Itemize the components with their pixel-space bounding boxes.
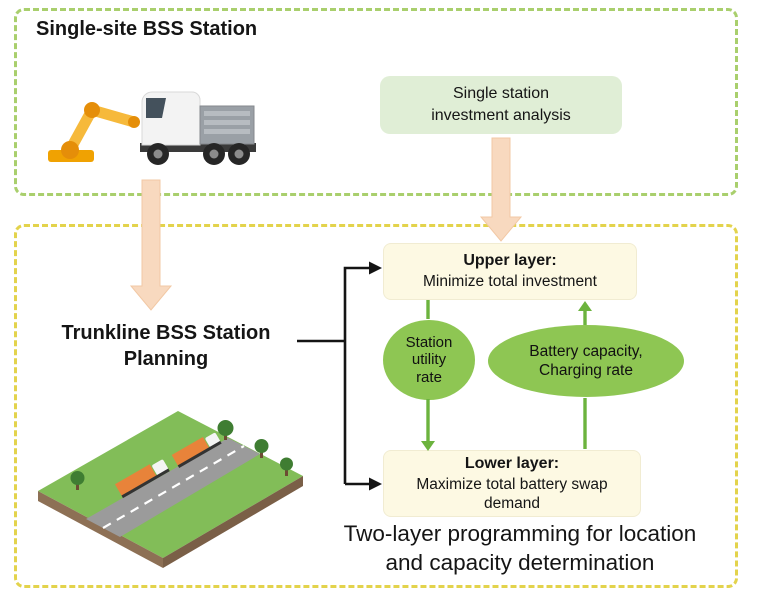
wheel-hub [153, 149, 163, 159]
truck-windshield [146, 98, 166, 118]
truck-chassis [140, 143, 256, 152]
lower-layer-label: Lower layer: [464, 454, 560, 472]
battery-slat [204, 129, 250, 134]
trunkline-title: Trunkline BSS Station Planning [61, 322, 271, 370]
wheel-hub [234, 149, 244, 159]
battery-slat [204, 111, 250, 116]
single-station-analysis-box: Single station investment analysis [380, 76, 622, 134]
two-layer-caption: Two-layer programming for location and c… [343, 521, 697, 575]
tree [254, 439, 269, 458]
cargo-truck [171, 432, 222, 468]
robot-arm [64, 104, 140, 156]
trunkline-section-frame [14, 224, 738, 588]
single-site-section-frame [14, 8, 738, 196]
wheel-hub [209, 149, 219, 159]
single-site-title: Single-site BSS Station [36, 18, 258, 40]
battery-slat [204, 120, 250, 125]
lower-layer-box: Lower layer: Maximize total battery swap… [383, 450, 641, 517]
upper-layer-text: Minimize total investment [422, 273, 597, 291]
robot-arm-joint [84, 102, 100, 118]
cargo-truck [114, 459, 170, 499]
battery-swap-station-illustration [48, 91, 256, 165]
tree [280, 457, 293, 476]
soil-side [163, 476, 303, 568]
battery-capacity-ellipse: Battery capacity, Charging rate [488, 325, 684, 397]
robot-arm-joint [61, 141, 79, 159]
tree [217, 420, 234, 440]
road-centerline [102, 445, 245, 529]
tree [70, 471, 85, 490]
station-utility-ellipse: Station utility rate [383, 320, 475, 400]
upper-layer-label: Upper layer: [463, 252, 557, 270]
trunkline-road-illustration [38, 411, 303, 568]
soil-side [38, 491, 163, 568]
lower-layer-text: Maximize total battery swap demand [416, 475, 608, 512]
upper-layer-box: Upper layer: Minimize total investment [383, 243, 637, 300]
robot-arm-gripper [128, 116, 140, 128]
